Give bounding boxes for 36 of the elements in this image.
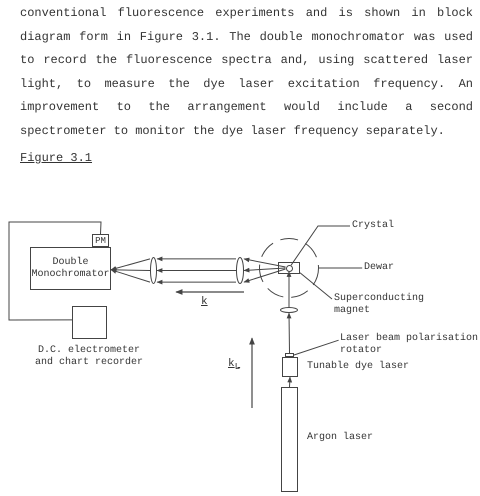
part-label: Laser beam polarisation rotator [340, 333, 480, 357]
part-label: Dewar [364, 262, 400, 274]
light-ray [110, 269, 150, 283]
wave-vector-label: k [201, 296, 208, 308]
laser-beam [287, 376, 292, 388]
laser-beam [286, 270, 292, 308]
light-ray [156, 256, 236, 262]
light-ray [110, 258, 150, 271]
photomultiplier-box: PM [92, 234, 109, 247]
lens [236, 257, 244, 284]
lens [150, 257, 157, 284]
leader-line [294, 340, 340, 356]
part-label: Argon laser [307, 432, 374, 444]
figure-title: Figure 3.1 [20, 151, 92, 165]
laser-beam [286, 312, 292, 354]
dewar-outline [259, 238, 319, 298]
light-ray [156, 268, 236, 273]
rotator-box [285, 353, 294, 357]
part-label: Crystal [352, 220, 402, 232]
crystal-dot [286, 264, 292, 272]
light-ray [156, 280, 236, 284]
magnet-outline [278, 262, 300, 274]
part-label: D.C. electrometer and chart recorder [34, 345, 144, 369]
body-paragraph: conventional fluorescence experiments and is shown in block diagram form in Figure 3.1. The double monochromator was used to record the fluorescence spectra and, using scattered laser light, to measure the dye laser excitation frequency. An improvement to the arrangement would include a second spectrometer to monitor the dye laser frequency separately. [20, 5, 473, 140]
signal-wire [8, 222, 102, 320]
monochromator-box: Double Monochromator [30, 247, 111, 290]
light-ray [243, 258, 286, 268]
part-label: Tunable dye laser [307, 361, 410, 373]
wave-vector-label: k$_{L}$ [228, 358, 240, 374]
light-ray [243, 268, 286, 283]
light-ray [110, 268, 150, 272]
lens [280, 307, 298, 313]
light-ray [243, 268, 286, 273]
leader-line [290, 226, 350, 266]
part-label: Superconducting magnet [334, 293, 434, 317]
leader-line [300, 272, 332, 300]
